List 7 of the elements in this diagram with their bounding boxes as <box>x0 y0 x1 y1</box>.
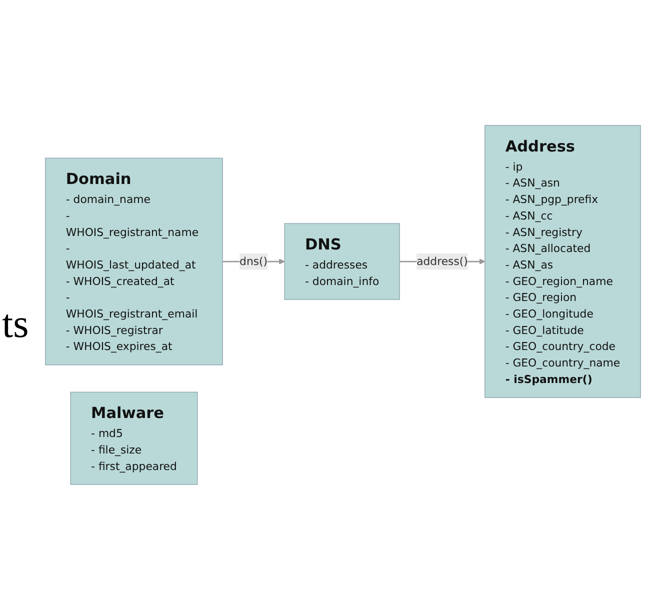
node-box: Address - ip - ASN_asn - ASN_pgp_prefix - ASN_cc - ASN_registry - ASN_allocated - ASN_as - GEO_region_name - GEO_region - GEO_longitude - GEO_latitude - GEO_country_code - GEO_country_name - isSpammer() <box>484 125 641 398</box>
node-box: DNS - addresses - domain_info <box>284 223 400 300</box>
edge-label: dns() <box>240 254 268 268</box>
text-fragment: ts <box>2 300 29 347</box>
node-box: Malware - md5 - file_size - first_appeared <box>70 392 198 485</box>
edge-label: address() <box>416 254 468 268</box>
node-box: Domain - domain_name - WHOIS_registrant_name - WHOIS_last_updated_at - WHOIS_created_at - WHOIS_registrant_email - WHOIS_registrar - WHOIS_expires_at <box>45 158 223 366</box>
